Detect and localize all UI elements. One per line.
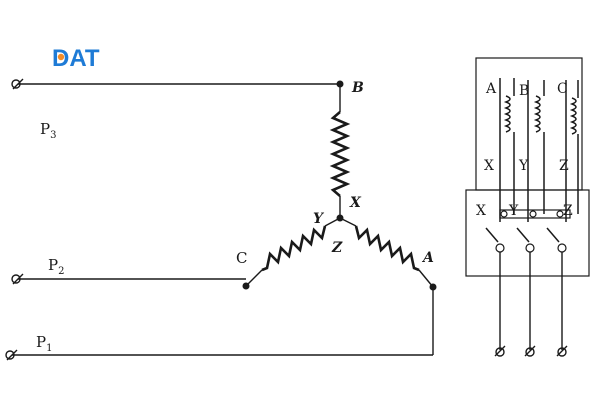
coil-c-end-wire (245, 269, 263, 287)
p2-label: P2 (48, 256, 64, 277)
stud-y (529, 210, 537, 218)
box-mid-label-x: X (484, 158, 494, 174)
stud-x (500, 210, 508, 218)
output-terminal-a-icon (494, 345, 506, 357)
plate-label-y: Y (508, 203, 519, 219)
stud-c (557, 243, 567, 253)
node-a (429, 283, 437, 291)
winding-b-coil (533, 95, 541, 133)
dat-logo: DAT (52, 45, 100, 72)
winding-a-coil (503, 95, 511, 133)
neutral-label-z: Z (331, 240, 343, 256)
stud-a (495, 243, 505, 253)
coil-a-end-wire (418, 269, 434, 288)
link-a-diagonal (485, 227, 499, 243)
line-p1 (5, 287, 434, 361)
link-c-diagonal (546, 227, 560, 243)
coil-c (261, 225, 327, 272)
node-c (242, 282, 250, 290)
logo-accent-dot (57, 53, 65, 61)
p3-terminal-icon (11, 78, 24, 90)
node-neutral (336, 214, 344, 222)
plate-label-x: X (476, 203, 486, 219)
box-top-label-b: B (519, 83, 529, 99)
line-p2 (11, 273, 246, 285)
box-top-label-c: C (557, 81, 568, 97)
box-top-label-a: A (485, 81, 497, 97)
neutral-label-y: Y (313, 211, 325, 227)
terminal-label-b: B (351, 80, 364, 96)
star-link-bar (499, 209, 571, 219)
stud-b (525, 243, 535, 253)
node-b (336, 80, 344, 88)
terminal-label-a: A (421, 250, 434, 266)
coil-a (354, 225, 420, 272)
p1-terminal-icon (5, 349, 18, 361)
winding-c-coil (569, 97, 577, 135)
plate-label-z: Z (563, 203, 573, 219)
star-connection (242, 80, 437, 291)
p3-label: P3 (40, 120, 56, 141)
terminal-label-c: C (236, 249, 247, 267)
output-terminal-c-icon (556, 345, 568, 357)
box-mid-label-z: Z (559, 158, 569, 174)
coil-b (329, 111, 351, 197)
box-mid-label-y: Y (518, 158, 529, 174)
output-terminal-b-icon (524, 345, 536, 357)
p2-terminal-icon (11, 273, 24, 285)
terminal-box-diagram (465, 57, 590, 357)
stud-z (556, 210, 564, 218)
link-b-diagonal (516, 227, 530, 243)
p1-label: P1 (36, 333, 52, 354)
neutral-label-x: X (349, 195, 362, 211)
line-p3 (11, 78, 341, 112)
